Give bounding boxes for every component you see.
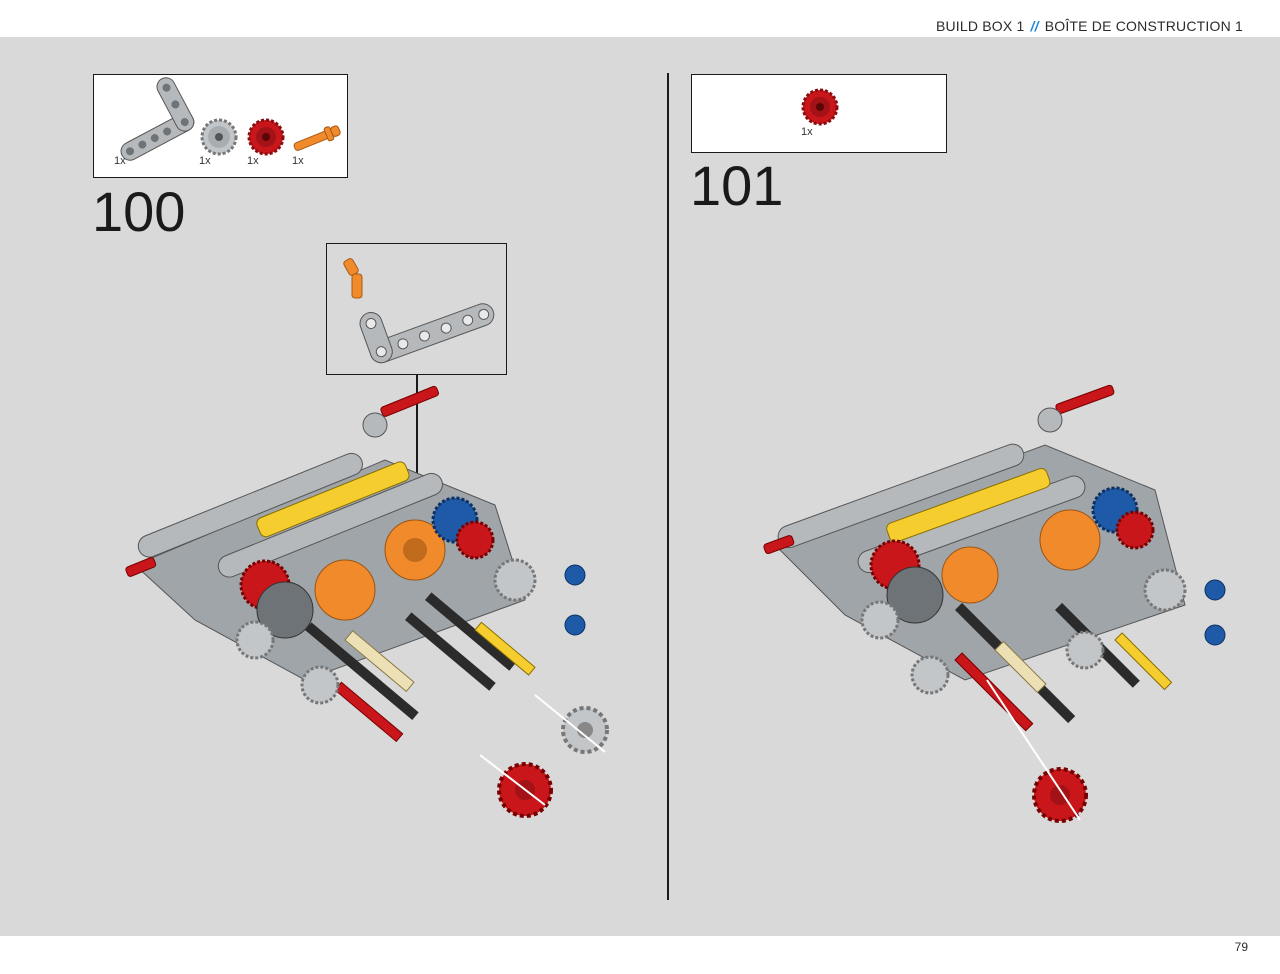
- header-separator: //: [1030, 18, 1039, 34]
- header-title-en: BUILD BOX 1: [935, 18, 1025, 34]
- l-beam-icon: [120, 77, 195, 161]
- header-title: BUILD BOX 1 // BOÎTE DE CONSTRUCTION 1: [936, 18, 1243, 34]
- gearbox-model-step-101: [763, 384, 1226, 823]
- red-gear-icon: [247, 118, 285, 156]
- step-number-101: 101: [690, 154, 784, 217]
- step-number-100: 100: [92, 180, 186, 243]
- step-divider: [667, 73, 669, 900]
- red-gear-icon: [801, 88, 839, 126]
- part-qty: 1x: [199, 155, 211, 167]
- orange-axle-pin-icon: [293, 125, 341, 151]
- part-qty: 1x: [247, 155, 259, 167]
- page-number: 79: [1234, 940, 1248, 954]
- part-qty: 1x: [292, 155, 304, 167]
- page-footer: 79: [0, 936, 1280, 974]
- sub-assembly-callout: [326, 243, 507, 375]
- parts-list-step-101: 1x: [691, 74, 947, 153]
- part-qty: 1x: [114, 155, 126, 167]
- gray-gear-icon: [200, 118, 238, 156]
- l-beam-with-pin-icon: [343, 258, 495, 364]
- header-title-fr: BOÎTE DE CONSTRUCTION 1: [1044, 18, 1243, 34]
- gearbox-model-step-100: [125, 375, 609, 818]
- part-qty: 1x: [801, 126, 813, 138]
- page-header: BUILD BOX 1 // BOÎTE DE CONSTRUCTION 1: [0, 0, 1280, 37]
- parts-list-step-100: 1x 1x 1x 1x: [93, 74, 348, 178]
